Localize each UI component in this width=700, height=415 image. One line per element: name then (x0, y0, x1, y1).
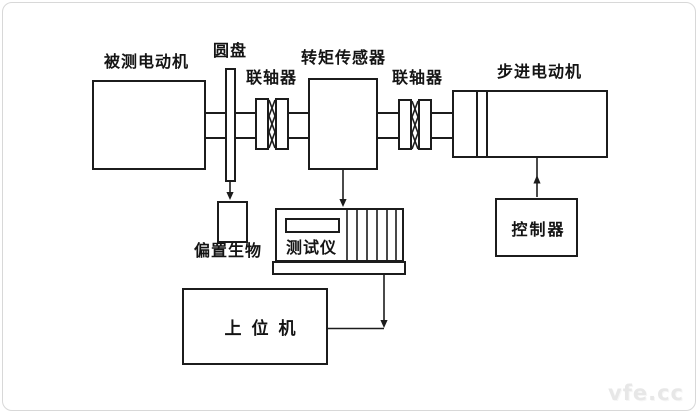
stepper-motor-label: 步进电动机 (497, 64, 583, 81)
coupling-right-hub-a (398, 99, 412, 150)
controller-label: 控制器 (511, 221, 566, 239)
disc-shape (225, 68, 236, 182)
coupling-right-hub-b (418, 99, 432, 150)
tester-label: 测试仪 (286, 240, 338, 257)
coupling-left-hub-b (275, 98, 289, 150)
tester-base (272, 261, 406, 275)
bias-weight-label: 偏置生物 (194, 243, 263, 260)
motor-under-test-label: 被测电动机 (104, 54, 190, 71)
motor-under-test-box (92, 80, 206, 170)
rounded-frame (2, 2, 696, 411)
stepper-motor-box (452, 90, 608, 158)
watermark: vfe.cc (608, 381, 684, 405)
tester-display (285, 218, 340, 233)
disc-label: 圆盘 (213, 43, 248, 60)
host-computer-box (182, 288, 328, 365)
torque-sensor-label: 转矩传感器 (301, 50, 387, 67)
torque-sensor-box (308, 78, 378, 170)
coupling-left-hub-a (255, 98, 269, 150)
bias-weight-box (217, 201, 248, 243)
coupling-right-label: 联轴器 (392, 70, 444, 87)
controller-box (495, 198, 578, 257)
host-computer-label: 上位机 (224, 319, 306, 338)
coupling-left-label: 联轴器 (246, 70, 298, 87)
